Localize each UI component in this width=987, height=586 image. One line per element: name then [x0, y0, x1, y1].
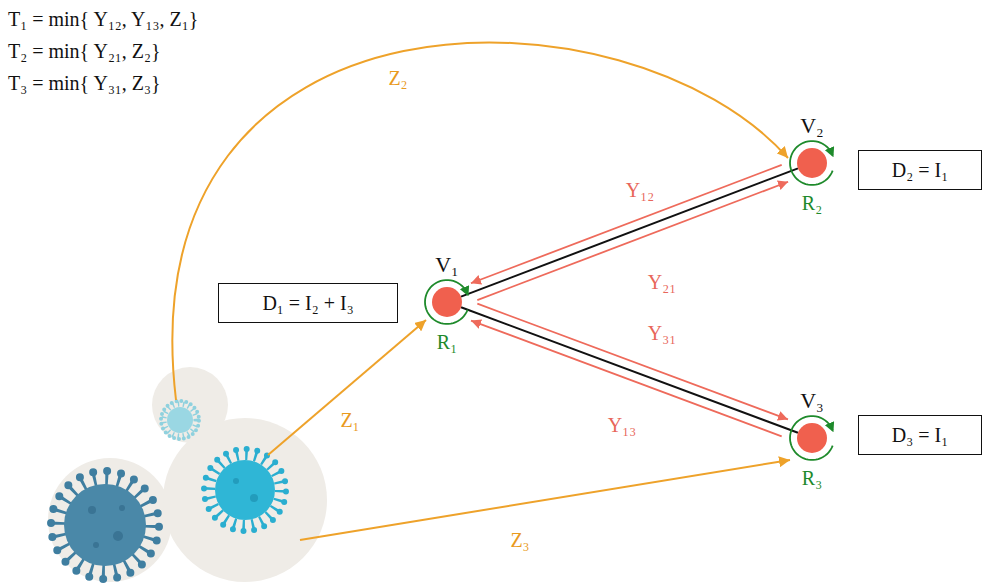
equation-text: D₁ = I₂ + I₃ [262, 292, 353, 315]
virus-body [167, 407, 193, 433]
virus-dot [250, 494, 258, 502]
infection-arrow [477, 304, 788, 420]
vertex-label: V₁ [435, 253, 459, 277]
vertex-label: V₂ [800, 114, 824, 138]
rate-label: Y₁₃ [606, 414, 638, 437]
equation-text: D₂ = I₁ [892, 159, 948, 182]
recovery-label: R₁ [435, 331, 459, 354]
rate-label: Z₃ [510, 529, 529, 552]
recovery-label: R₂ [800, 192, 824, 215]
recovery-loop [790, 416, 833, 460]
virus-dot [113, 531, 123, 541]
equation-box: D₂ = I₁ [858, 150, 982, 190]
large-virus [51, 471, 159, 579]
small-virus [161, 401, 199, 439]
equation-box: D₁ = I₂ + I₃ [218, 283, 398, 323]
equation-text: D₃ = I₁ [892, 424, 948, 447]
source-arrow [172, 42, 788, 400]
background-blobs [48, 367, 327, 582]
virus-dot [93, 542, 99, 548]
virus-knobs [51, 471, 159, 579]
source-arrow [300, 460, 790, 540]
blob [48, 458, 172, 582]
virus-dot [233, 478, 239, 484]
rate-label: Z₁ [340, 409, 359, 432]
rate-label: Z₂ [388, 67, 407, 90]
recovery-loop [425, 280, 468, 324]
equation-box: D₃ = I₁ [858, 415, 982, 455]
contact-line [461, 168, 798, 296]
vertex-label: V₃ [800, 389, 824, 413]
infection-source-arrows [172, 42, 790, 540]
blob [152, 367, 228, 443]
formula-text: T₂ = min{ Y₂₁, Z₂} [8, 40, 161, 63]
virus-body [64, 484, 146, 566]
formula-text: T₃ = min{ Y₃₁, Z₃} [8, 72, 161, 95]
virus-dot [119, 505, 125, 511]
virus-spikes [164, 404, 196, 436]
vertex-circle: V₂ [797, 148, 827, 178]
virus-spikes [58, 478, 152, 572]
recovery-label: R₃ [800, 467, 824, 490]
virus-knobs [204, 449, 286, 531]
source-arrow [268, 320, 426, 455]
medium-virus [204, 449, 286, 531]
virus-knobs [161, 401, 199, 439]
infection-arrow [471, 321, 782, 437]
rate-label: Y₂₁ [646, 271, 678, 294]
rate-label: Y₃₁ [646, 322, 678, 345]
recovery-loop [790, 141, 833, 185]
formula-text: T₁ = min{ Y₁₂, Y₁₃, Z₁} [8, 8, 198, 31]
infection-arrow [471, 165, 782, 283]
vertex-circle: V₃ [797, 423, 827, 453]
rate-label: Y₁₂ [624, 179, 656, 202]
virus-body [215, 460, 275, 520]
vertex-circle: V₁ [432, 287, 462, 317]
virus-dot [88, 506, 96, 514]
virus-spikes [210, 455, 280, 525]
